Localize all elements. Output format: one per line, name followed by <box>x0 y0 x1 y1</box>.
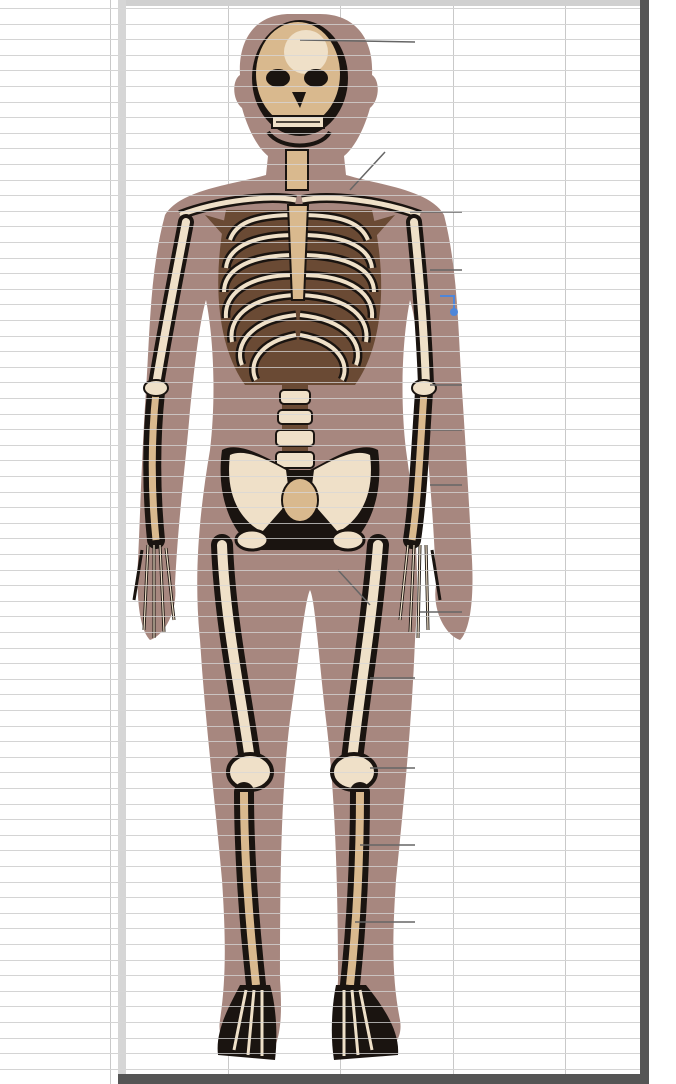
right-gutter <box>649 0 676 1084</box>
feet <box>218 985 399 1060</box>
sheet-right-border <box>640 0 649 1084</box>
ribcage <box>218 205 381 385</box>
sheet-bottom-border <box>118 1074 649 1084</box>
